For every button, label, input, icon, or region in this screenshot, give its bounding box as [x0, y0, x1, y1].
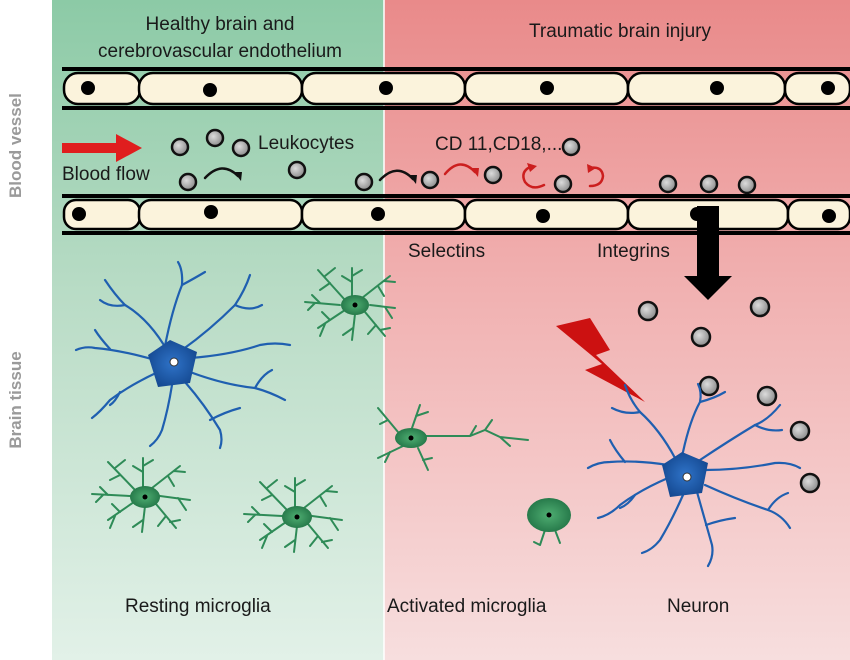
- leukocyte: [561, 137, 581, 157]
- endothelial-cell: [626, 71, 787, 106]
- side-label-blood-vessel: Blood vessel: [6, 93, 25, 198]
- endothelial-cell: [783, 71, 850, 106]
- microglia-nucleus: [408, 435, 414, 441]
- leukocyte: [698, 375, 720, 397]
- binding-arrow-icon: [522, 165, 546, 189]
- leukocyte: [420, 170, 440, 190]
- neuron-label: Neuron: [667, 596, 730, 617]
- leukocytes-label: Leukocytes: [258, 133, 355, 154]
- amoeboid-microglia: [533, 529, 561, 546]
- endothelial-cell: [137, 198, 304, 231]
- neuron-injury: [586, 382, 802, 568]
- leukocyte: [231, 138, 251, 158]
- blood-flow-arrow-icon: [62, 134, 142, 162]
- cd-markers-label: CD 11,CD18,...: [435, 134, 563, 155]
- microglia-nucleus: [546, 512, 552, 518]
- microglia-nucleus: [352, 302, 358, 308]
- leukocyte: [658, 174, 678, 194]
- integrins-label: Integrins: [597, 241, 670, 262]
- resting-microglia: [243, 477, 343, 553]
- binding-arrow-icon: [588, 166, 605, 188]
- endothelial-cell: [300, 71, 467, 106]
- leukocyte: [354, 172, 374, 192]
- resting-microglia: [91, 457, 191, 533]
- leukocyte: [553, 174, 573, 194]
- vessel-wall-top: [62, 67, 850, 110]
- activated-microglia: [377, 404, 529, 471]
- leukocyte: [178, 172, 198, 192]
- leukocyte-group: [170, 128, 757, 195]
- leukocyte: [690, 326, 712, 348]
- leukocyte: [205, 128, 225, 148]
- leukocyte: [799, 472, 821, 494]
- blood-flow-label: Blood flow: [62, 164, 150, 185]
- endothelial-cell: [137, 71, 304, 106]
- leukocyte: [756, 385, 778, 407]
- endothelial-cell: [62, 71, 142, 106]
- neuron-healthy: [74, 260, 292, 450]
- vessel-wall-bottom: [62, 194, 850, 235]
- leukocyte: [287, 160, 307, 180]
- endothelial-cell: [300, 198, 467, 231]
- transmigration-arrow-icon: [684, 206, 732, 300]
- lightning-bolt-icon: [556, 318, 645, 402]
- leukocyte: [170, 137, 190, 157]
- neuron-nucleus: [682, 472, 692, 482]
- endothelial-cell: [62, 198, 142, 231]
- leukocyte: [637, 300, 659, 322]
- leukocyte: [749, 296, 771, 318]
- tbi-header: Traumatic brain injury: [529, 21, 711, 42]
- endothelial-cell: [463, 71, 630, 106]
- microglia-nucleus: [294, 514, 300, 520]
- leukocyte: [737, 175, 757, 195]
- activated-microglia-label: Activated microglia: [387, 596, 547, 617]
- selectins-label: Selectins: [408, 241, 486, 262]
- resting-microglia-label: Resting microglia: [125, 596, 271, 617]
- microglia-nucleus: [142, 494, 148, 500]
- leukocyte: [789, 420, 811, 442]
- endothelial-cell: [786, 198, 850, 231]
- neuron-nucleus: [169, 357, 179, 367]
- infiltrating-leukocytes: [637, 296, 821, 494]
- side-label-brain-tissue: Brain tissue: [6, 351, 25, 449]
- healthy-header-line2: cerebrovascular endothelium: [98, 41, 342, 62]
- endothelial-cell: [463, 198, 630, 231]
- leukocyte: [699, 174, 719, 194]
- resting-microglia: [304, 267, 396, 341]
- healthy-header-line1: Healthy brain and: [145, 14, 295, 35]
- rolling-arrow-icons: [203, 163, 605, 189]
- leukocyte: [483, 165, 503, 185]
